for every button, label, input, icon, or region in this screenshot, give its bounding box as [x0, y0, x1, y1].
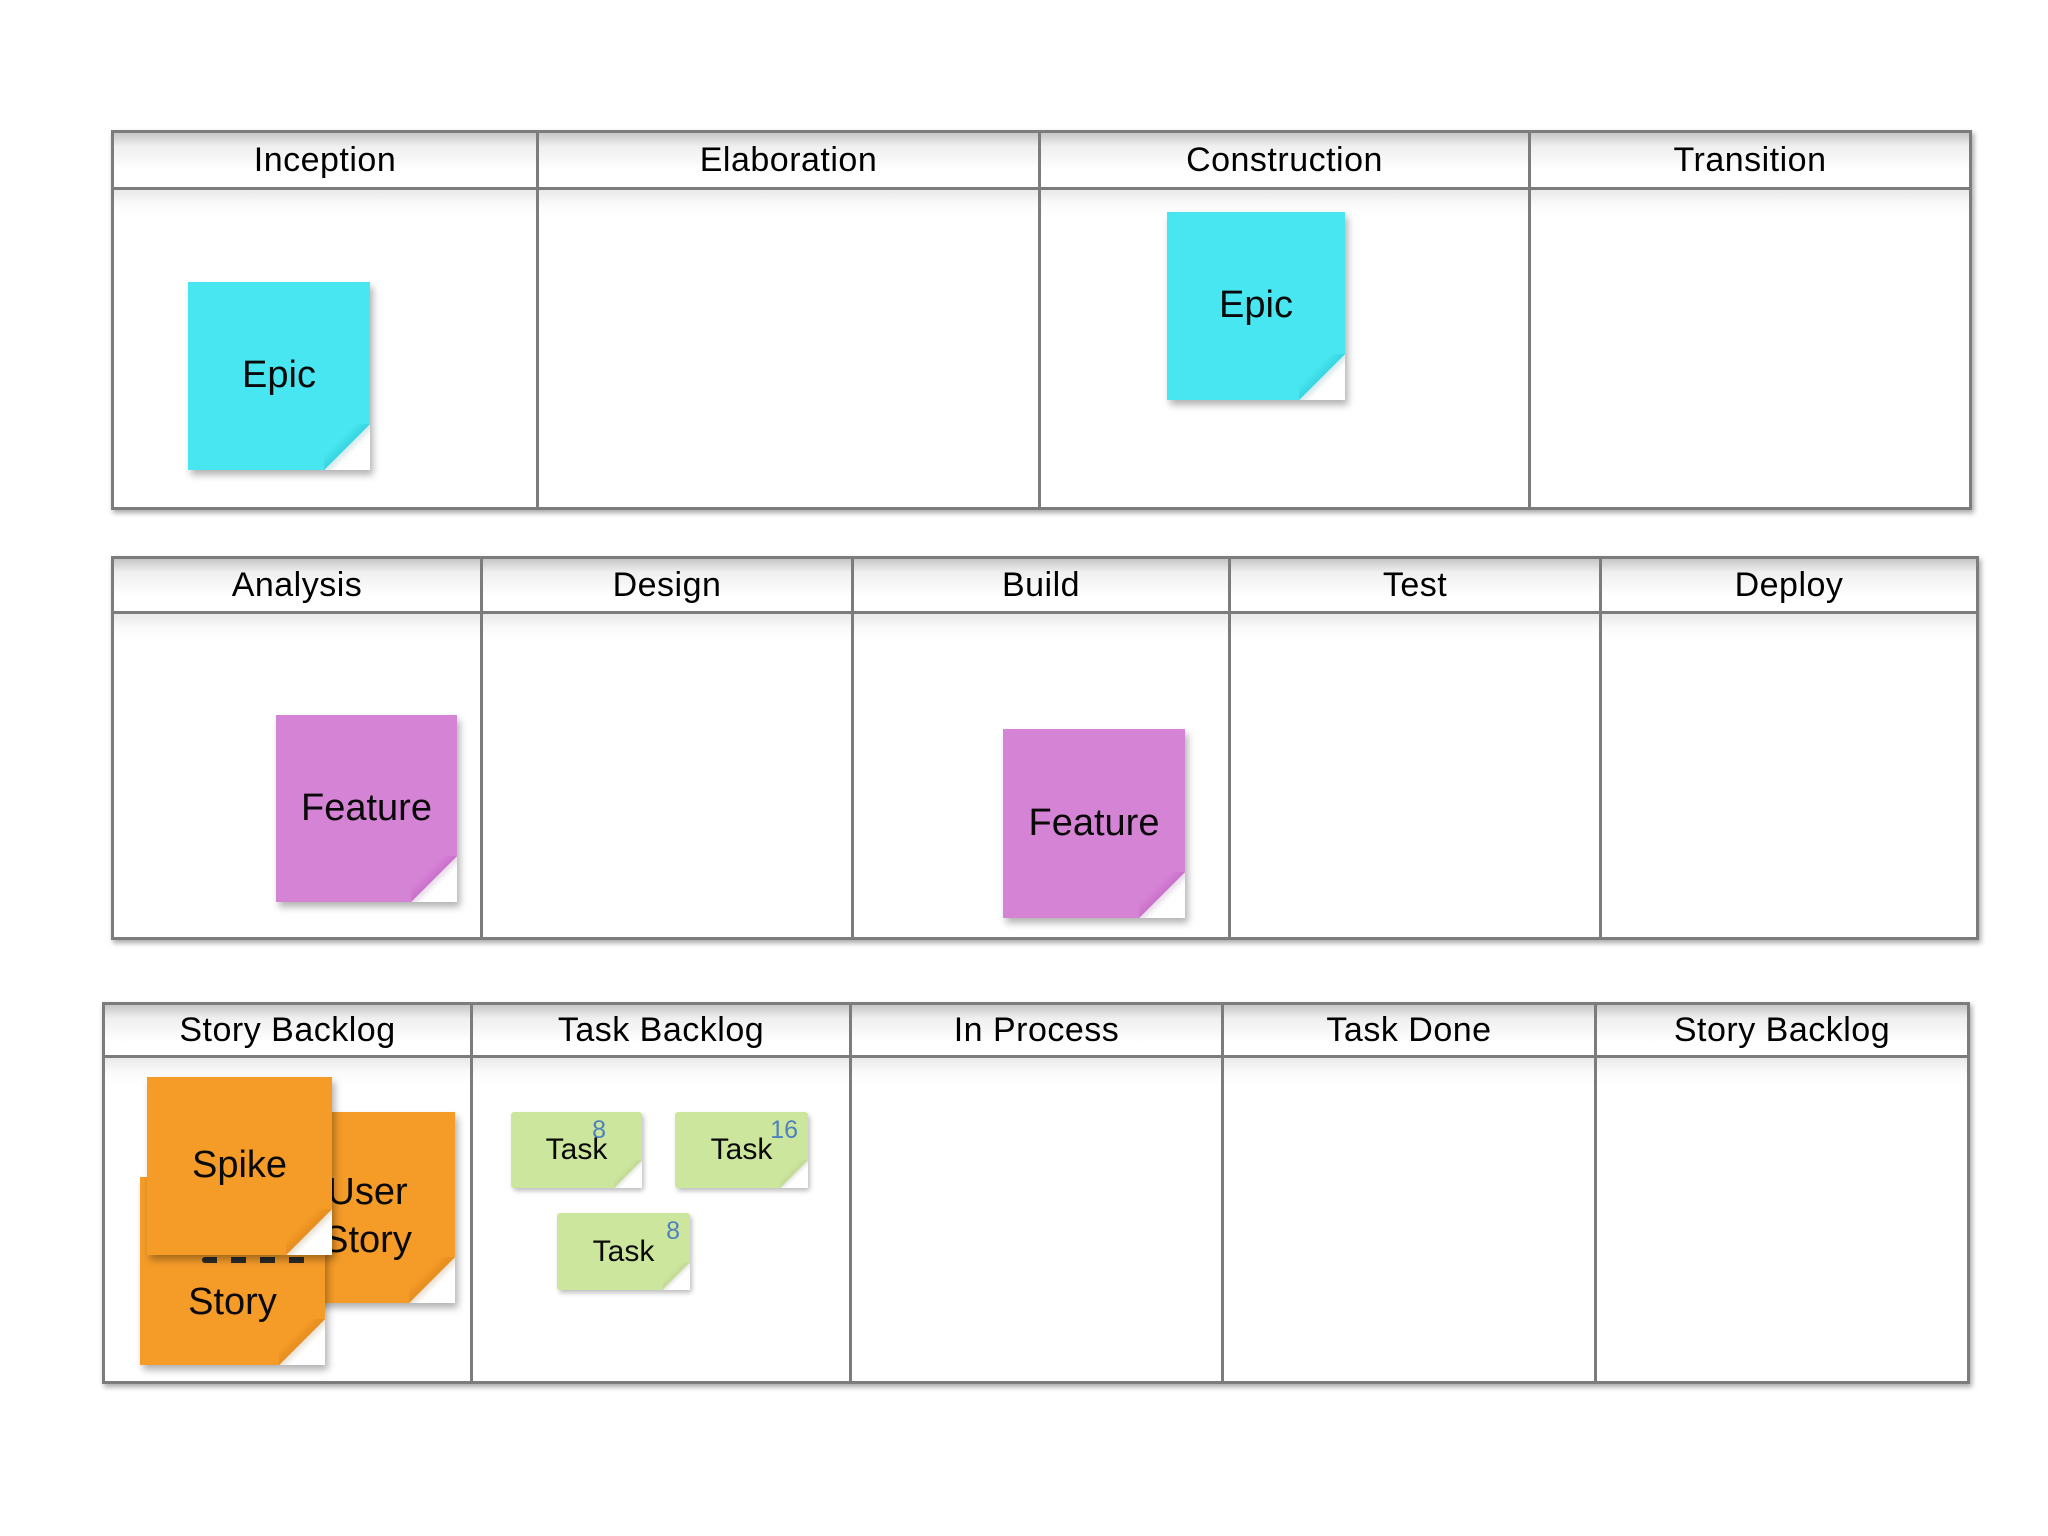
column-header-design: Design — [480, 559, 851, 611]
sticky-note-feature-build[interactable]: Feature — [1003, 729, 1185, 918]
column-header-story-backlog: Story Backlog — [179, 1010, 396, 1049]
disciplines-cell-test — [1228, 614, 1599, 937]
phases-cell-elaboration — [536, 190, 1038, 507]
kanban-cell-task-backlog — [470, 1058, 849, 1381]
task-points-badge: 8 — [592, 1116, 606, 1144]
column-header-inception: Inception — [253, 140, 397, 179]
note-label: Task — [710, 1133, 773, 1167]
hidden-note-text-peek — [202, 1257, 306, 1263]
disciplines-cell-deploy — [1599, 614, 1976, 937]
note-label: Spike — [191, 1144, 288, 1187]
phases-header-row: Inception Elaboration Construction Trans… — [114, 133, 1969, 190]
note-label: Feature — [301, 786, 432, 829]
sticky-note-epic-construction[interactable]: Epic — [1167, 212, 1345, 400]
note-label: Epic — [1219, 284, 1293, 327]
disciplines-header-row: Analysis Design Build Test Deploy — [114, 559, 1976, 614]
sticky-note-task-1[interactable]: Task 8 — [511, 1112, 642, 1188]
note-label: Feature — [1028, 801, 1160, 844]
note-label: User Story — [323, 1171, 412, 1261]
disciplines-cell-build — [851, 614, 1228, 937]
sticky-note-epic-inception[interactable]: Epic — [188, 282, 370, 470]
kanban-cell-story-backlog-2 — [1594, 1058, 1967, 1381]
column-header-transition: Transition — [1528, 133, 1969, 187]
column-header-deploy: Deploy — [1599, 559, 1976, 611]
sticky-note-task-2[interactable]: Task 16 — [675, 1112, 808, 1188]
kanban-header-row: Story Backlog Task Backlog In Process Ta… — [105, 1005, 1967, 1058]
column-header-task-backlog: Task Backlog — [470, 1005, 849, 1055]
column-header-build: Build — [851, 559, 1228, 611]
column-header-elaboration: Elaboration — [536, 133, 1038, 187]
note-label: Task — [592, 1234, 655, 1268]
note-label: Task — [545, 1133, 608, 1167]
note-label: Story — [188, 1281, 277, 1324]
note-label: Epic — [242, 354, 316, 397]
column-header-task-done: Task Done — [1221, 1005, 1594, 1055]
kanban-cell-in-process — [849, 1058, 1221, 1381]
task-points-badge: 16 — [770, 1116, 798, 1144]
task-points-badge: 8 — [666, 1217, 680, 1245]
phases-cell-construction — [1038, 190, 1528, 507]
kanban-table: Story Backlog Task Backlog In Process Ta… — [102, 1002, 1970, 1384]
sticky-note-feature-analysis[interactable]: Feature — [276, 715, 457, 902]
column-header-analysis: Analysis — [231, 565, 363, 604]
column-header-story-backlog-2: Story Backlog — [1594, 1005, 1967, 1055]
phases-cell-transition — [1528, 190, 1969, 507]
column-header-test: Test — [1228, 559, 1599, 611]
column-header-construction: Construction — [1038, 133, 1528, 187]
sticky-note-task-3[interactable]: Task 8 — [557, 1213, 690, 1290]
kanban-cell-task-done — [1221, 1058, 1594, 1381]
phases-body-row — [114, 190, 1969, 507]
sticky-note-spike[interactable]: Spike — [147, 1077, 332, 1255]
disciplines-cell-design — [480, 614, 851, 937]
phases-table: Inception Elaboration Construction Trans… — [111, 130, 1972, 510]
column-header-in-process: In Process — [849, 1005, 1221, 1055]
